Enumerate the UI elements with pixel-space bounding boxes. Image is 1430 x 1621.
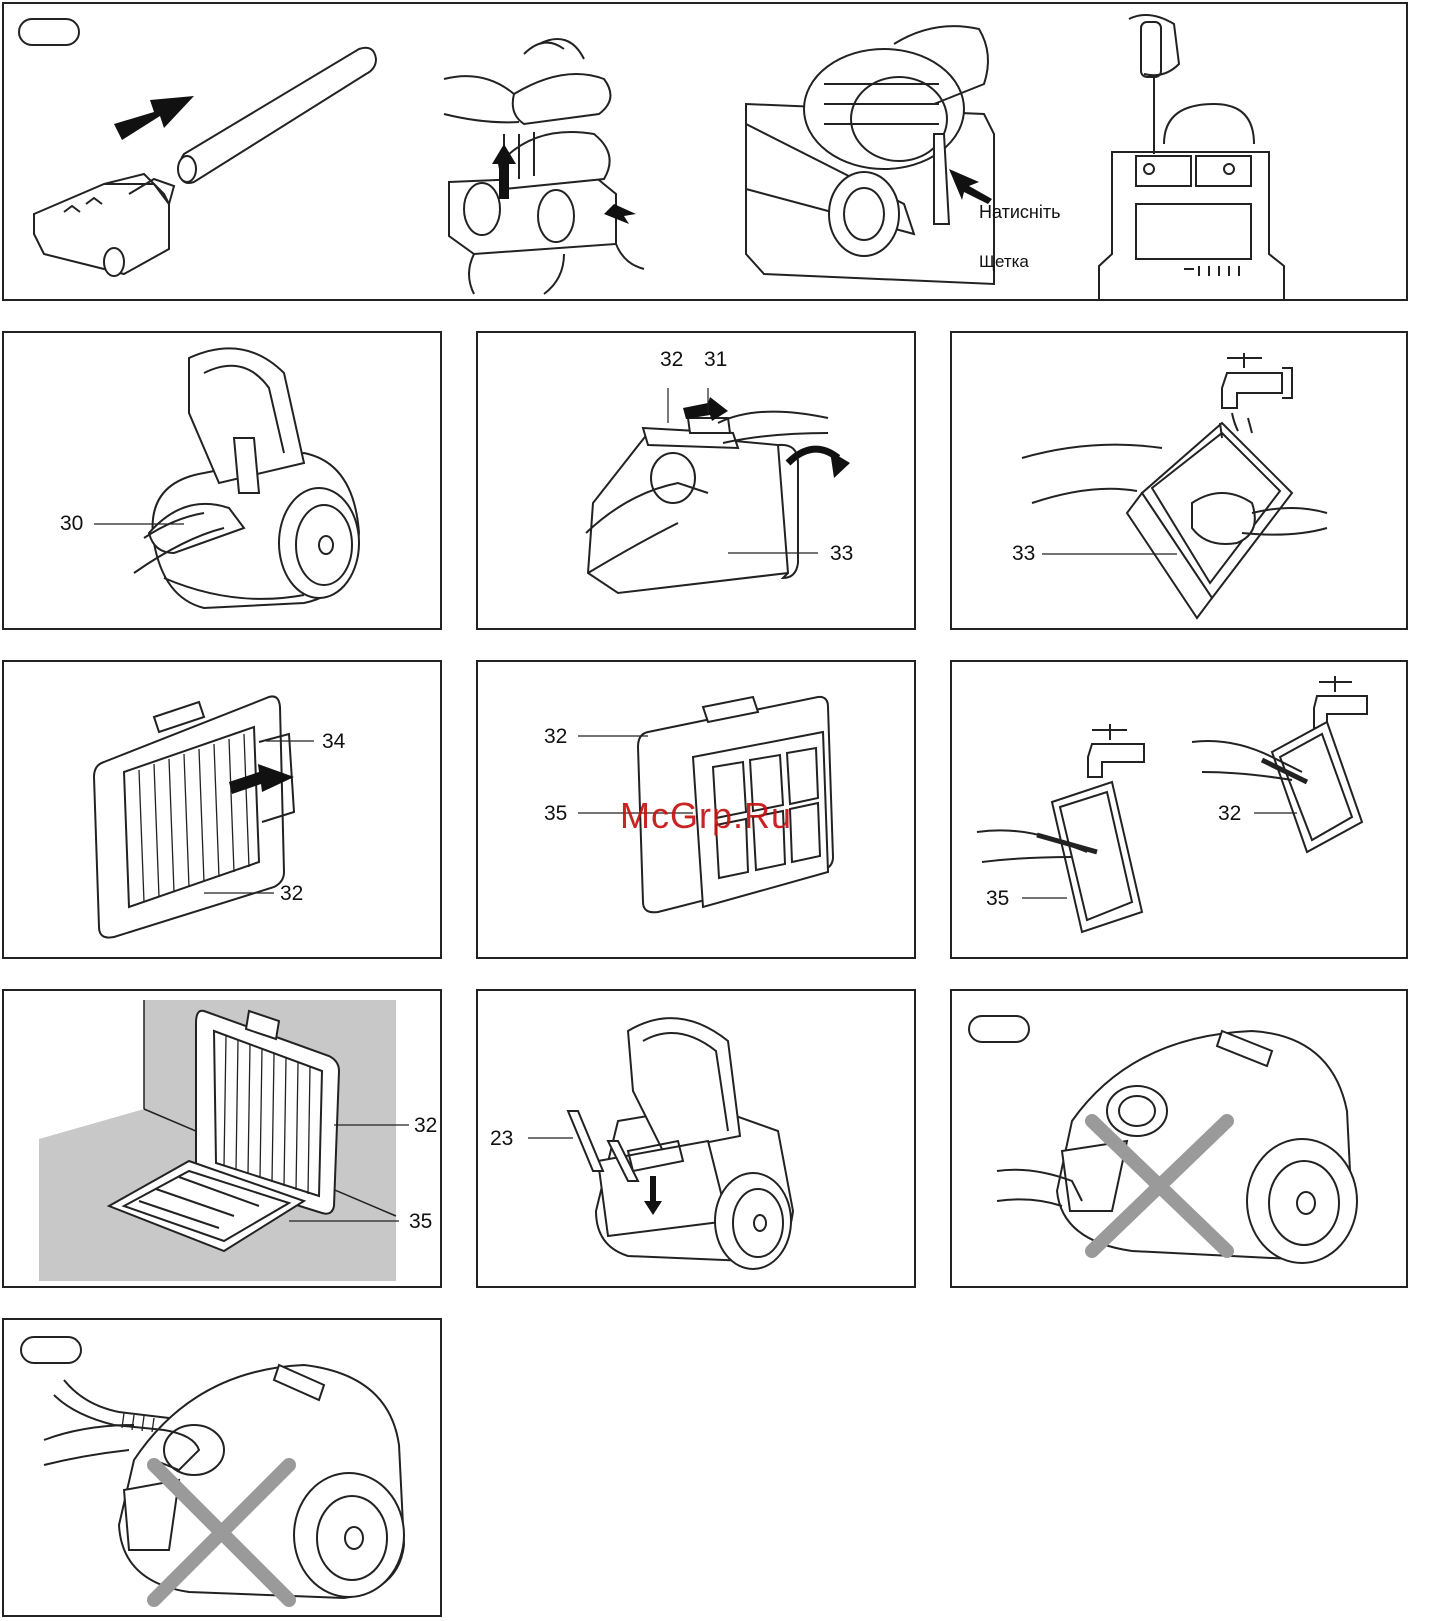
insert-bag-illustration	[478, 991, 916, 1288]
label-30: 30	[60, 513, 83, 534]
label-35: 35	[409, 1211, 432, 1232]
caption-press: Натисніть	[979, 202, 1060, 223]
top-illustration-panel: Натисніть Щетка	[2, 2, 1408, 301]
panel-dry-filters: 32 35	[2, 989, 442, 1288]
warning-front-illustration	[952, 991, 1408, 1288]
filter-frame-illustration	[4, 662, 442, 959]
label-35: 35	[544, 803, 567, 824]
open-lid-illustration	[4, 333, 442, 630]
label-32: 32	[660, 349, 683, 370]
label-31: 31	[704, 349, 727, 370]
turbo-brush-illustrations	[4, 4, 1408, 301]
dry-filters-illustration	[4, 991, 442, 1288]
panel-filter-frame: 34 32	[2, 660, 442, 959]
panel-warning-front	[950, 989, 1408, 1288]
label-33: 33	[830, 543, 853, 564]
wash-filters-illustration	[952, 662, 1408, 959]
panel-open-lid: 30	[2, 331, 442, 630]
label-32: 32	[544, 726, 567, 747]
label-32: 32	[414, 1115, 437, 1136]
faucet-icon	[1222, 353, 1292, 408]
label-32: 32	[1218, 803, 1241, 824]
panel-insert-bag: 23	[476, 989, 916, 1288]
label-34: 34	[322, 731, 345, 752]
panel-warning-hose	[2, 1318, 442, 1617]
wash-container-illustration	[952, 333, 1408, 630]
label-33: 33	[1012, 543, 1035, 564]
panel-wash-container: 33	[950, 331, 1408, 630]
container-illustration	[478, 333, 916, 630]
label-35: 35	[986, 888, 1009, 909]
label-23: 23	[490, 1128, 513, 1149]
panel-wash-filters: 32 35	[950, 660, 1408, 959]
watermark: McGrp.Ru	[620, 795, 792, 837]
panel-remove-container: 32 31 33	[476, 331, 916, 630]
label-32: 32	[280, 883, 303, 904]
caption-brush: Щетка	[979, 252, 1029, 272]
warning-hose-illustration	[4, 1320, 442, 1617]
arrow-icon	[114, 96, 194, 140]
